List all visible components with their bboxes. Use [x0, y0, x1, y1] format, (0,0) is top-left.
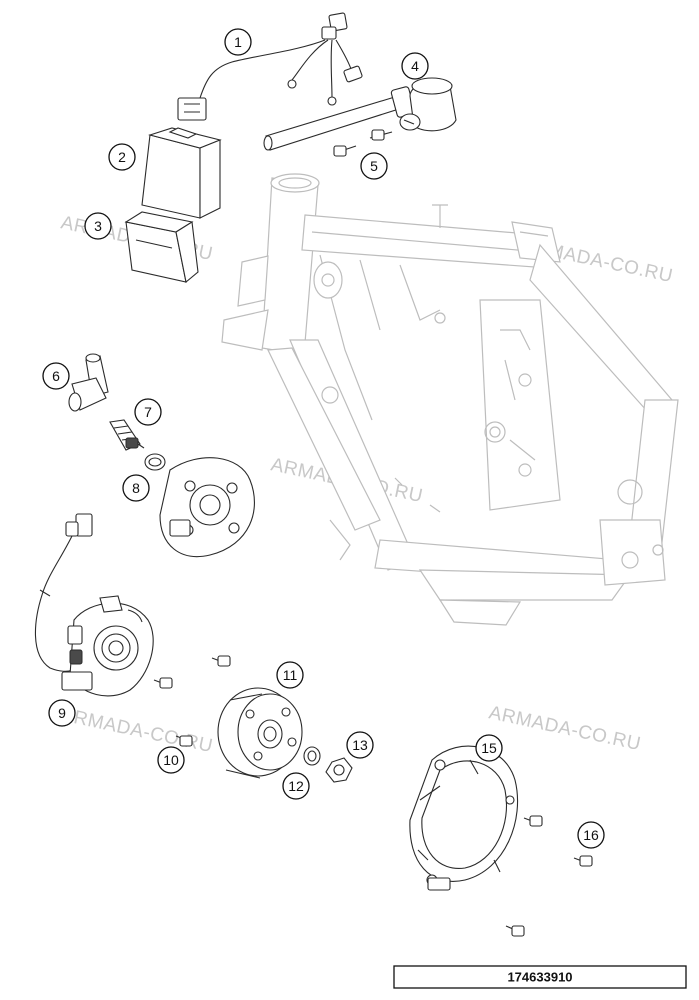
coil-screws: [333, 129, 393, 157]
svg-text:4: 4: [411, 58, 419, 74]
callout-8: 8: [122, 474, 150, 502]
svg-text:15: 15: [481, 740, 497, 756]
callout-5: 5: [360, 152, 388, 180]
svg-text:8: 8: [132, 480, 140, 496]
svg-text:7: 7: [144, 404, 152, 420]
svg-text:13: 13: [352, 737, 368, 753]
svg-text:6: 6: [52, 368, 60, 384]
cdi-unit: [141, 127, 222, 219]
svg-text:11: 11: [283, 667, 298, 683]
reference-number-box: 174633910: [393, 965, 687, 989]
callout-4: 4: [401, 52, 429, 80]
svg-text:2: 2: [118, 149, 126, 165]
callout-13: 13: [346, 731, 374, 759]
spark-plug: [109, 419, 145, 451]
svg-text:12: 12: [288, 778, 304, 794]
svg-text:1: 1: [234, 34, 242, 50]
washer: [303, 746, 321, 766]
callout-15: 15: [475, 734, 503, 762]
callout-7: 7: [134, 398, 162, 426]
cylinder-head: [159, 457, 255, 557]
rotor-flywheel: [217, 687, 303, 779]
callout-1: 1: [224, 28, 252, 56]
stator-assembly: [34, 513, 154, 697]
svg-text:16: 16: [583, 827, 599, 843]
callout-3: 3: [84, 212, 112, 240]
callout-9: 9: [48, 699, 76, 727]
callout-10: 10: [157, 746, 185, 774]
callout-11: 11: [276, 661, 304, 689]
callout-12: 12: [282, 772, 310, 800]
reference-number: 174633910: [507, 970, 572, 985]
callout-2: 2: [108, 143, 136, 171]
svg-text:10: 10: [163, 752, 179, 768]
svg-text:3: 3: [94, 218, 102, 234]
wiring-harness: [177, 12, 363, 121]
callout-6: 6: [42, 362, 70, 390]
watermark: ARMADA-CO.RU: [487, 702, 643, 755]
cover-screws: [505, 815, 593, 937]
ignition-coil: [263, 77, 457, 151]
callout-16: 16: [577, 821, 605, 849]
spark-plug-cap: [68, 353, 109, 412]
svg-text:9: 9: [58, 705, 66, 721]
ignition-cover: [409, 745, 519, 891]
motorcycle-frame: [221, 173, 679, 626]
callouts: 1 2 3 4 5 6 7 8 9 10 11 12 13 15 16: [42, 28, 605, 849]
stator-screws: [153, 655, 231, 747]
cdi-holder: [124, 211, 199, 284]
watermark: ARMADA-CO.RU: [59, 704, 215, 757]
rotor-nut: [325, 757, 353, 783]
sealing-ring: [144, 453, 166, 471]
svg-text:5: 5: [370, 158, 378, 174]
